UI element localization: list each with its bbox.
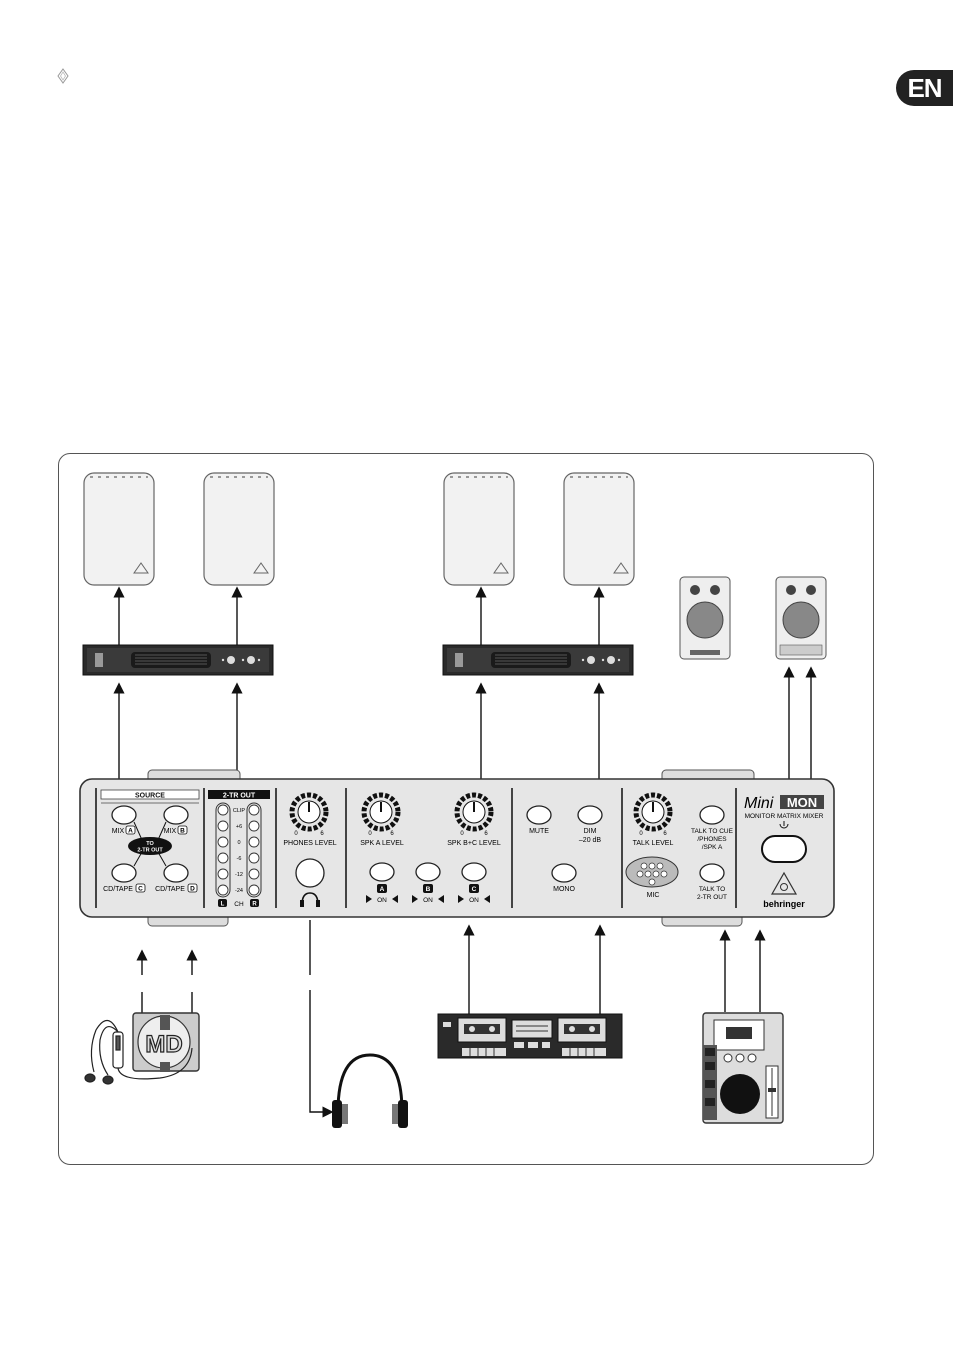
talk-to-2tr-label-2: 2-TR OUT [697,894,727,901]
speaker-a-right [204,473,274,585]
meter-label-minus24: -24 [235,888,243,894]
cd-tape-c-button[interactable] [112,864,136,882]
meter-title: 2-TR OUT [223,793,256,800]
brand-subtitle: MONITOR MATRIX MIXER [745,813,824,820]
spk-b-on-label: ON [423,897,433,904]
brand-mini: Mini [744,795,774,812]
mix-b-label: MIX [164,828,177,835]
spk-c-on-label: ON [469,897,479,904]
to-2tr-label-2: 2-TR OUT [137,848,163,854]
brand-mon: MON [787,795,817,810]
cd-tape-d-letter: D [190,886,195,893]
dim-button[interactable] [578,806,602,824]
spk-a-on-button[interactable] [370,863,394,881]
talk-to-cue-button[interactable] [700,806,724,824]
meter-label-minus12: -12 [235,872,243,878]
meter-label-clip: CLIP [233,808,246,814]
source-title: SOURCE [135,793,165,800]
spk-b-on-button[interactable] [416,863,440,881]
talk-to-cue-label-3: /SPK A [702,844,723,851]
spk-b-letter: B [426,886,431,893]
meter-label-0: 0 [237,840,240,846]
studio-monitor-right [776,577,826,659]
phones-jack[interactable] [296,859,324,887]
meter-label-minus6: -6 [237,856,242,862]
dim-value-label: –20 dB [579,837,602,844]
meter-r-label: R [252,902,257,908]
brand-name: behringer [763,899,805,909]
mix-a-button[interactable] [112,806,136,824]
talk-to-cue-label-2: /PHONES [697,836,727,843]
md-player: MD [133,1013,199,1072]
mic-label: MIC [647,892,660,899]
spk-a-on-label: ON [377,897,387,904]
cd-tape-d-label: CD/TAPE [155,886,185,893]
dim-label: DIM [584,828,597,835]
power-amplifier-b [443,645,633,675]
md-label: MD [145,1031,182,1058]
mono-button[interactable] [552,864,576,882]
cd-tape-c-letter: C [138,886,143,893]
power-button[interactable] [762,836,806,862]
mute-label: MUTE [529,828,549,835]
mix-b-letter: B [180,828,185,835]
talk-to-2tr-label-1: TALK TO [699,886,725,893]
spk-c-letter: C [472,886,477,893]
to-2tr-label-1: TO [146,841,154,847]
cd-tape-d-button[interactable] [164,864,188,882]
spk-bc-level-label: SPK B+C LEVEL [447,840,501,847]
cd-player [703,1013,783,1123]
speaker-b-right [564,473,634,585]
talk-to-2tr-button[interactable] [700,864,724,882]
meter-l-label: L [221,902,225,908]
meter-ch-label: CH [234,901,244,908]
mute-button[interactable] [527,806,551,824]
mono-label: MONO [553,886,575,893]
talk-level-label: TALK LEVEL [633,840,674,847]
power-amplifier-a [83,645,273,675]
mix-a-label: MIX [112,828,125,835]
meter-label-plus6: +6 [236,824,242,830]
headphones-device [332,1055,408,1128]
spk-a-level-label: SPK A LEVEL [360,840,404,847]
mix-b-button[interactable] [164,806,188,824]
speaker-b-left [444,473,514,585]
tape-deck [438,1014,622,1058]
speaker-a-left [84,473,154,585]
phones-level-label: PHONES LEVEL [283,840,336,847]
talk-to-cue-label-1: TALK TO CUE [691,828,734,835]
spk-c-on-button[interactable] [462,863,486,881]
mix-a-letter: A [128,828,133,835]
cd-tape-c-label: CD/TAPE [103,886,133,893]
spk-a-letter: A [380,886,385,893]
studio-monitor-left [680,577,730,659]
